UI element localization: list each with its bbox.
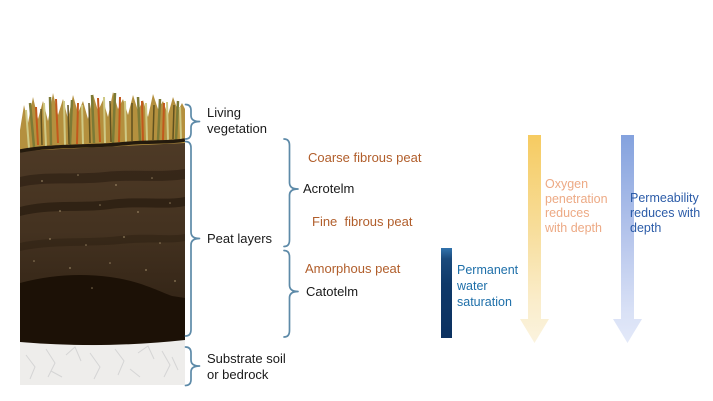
brace-catotelm (283, 249, 299, 338)
grass-blades-khaki (25, 96, 182, 149)
fine-fibrous-peat-label: Fine fibrous peat (312, 214, 413, 229)
brace-substrate (184, 346, 201, 387)
living-vegetation-label: Living vegetation (207, 105, 267, 136)
permeability-label: Permeability reduces with depth (630, 191, 701, 235)
brace-living-vegetation (184, 103, 201, 140)
acrotelm-label: Acrotelm (303, 181, 355, 196)
grass-blades-olive (28, 92, 180, 148)
permeability-arrow-icon (613, 135, 642, 343)
permanent-water-label: Permanent water saturation (457, 263, 519, 309)
oxygen-arrow-icon (520, 135, 549, 343)
grass-blades-dark (40, 100, 175, 146)
soil-surface-line (20, 138, 185, 153)
peat-layers-label: Peat layers (207, 231, 273, 246)
coarse-fibrous-peat-label: Coarse fibrous peat (308, 150, 422, 165)
peat-body (20, 140, 185, 346)
vegetation-illustration (20, 92, 185, 153)
brace-peat-layers (184, 140, 201, 337)
amorphous-peat-label: Amorphous peat (305, 261, 401, 276)
peat-speckles (33, 174, 176, 289)
oxygen-penetration-label: Oxygen penetration reduces with depth (545, 177, 608, 235)
substrate-crinkles (25, 345, 179, 380)
permanent-water-bar (441, 248, 452, 338)
substrate-layer (20, 340, 185, 385)
catotelm-label: Catotelm (306, 284, 359, 299)
brace-acrotelm (283, 138, 299, 248)
grass-blades-orange (35, 96, 165, 146)
substrate-label: Substrate soil or bedrock (207, 351, 286, 382)
soil-column-illustration (20, 92, 185, 385)
